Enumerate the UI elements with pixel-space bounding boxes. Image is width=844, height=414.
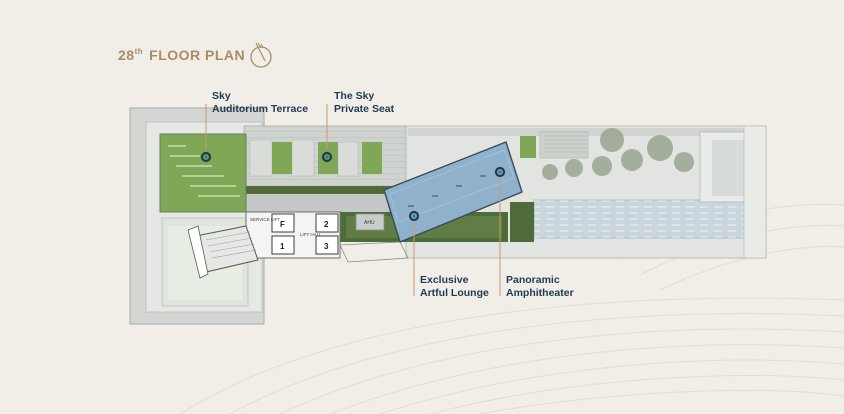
label-line-1: The Sky (334, 90, 375, 102)
label-line-1: Panoramic (506, 274, 560, 286)
marker-sky-private-seat[interactable] (321, 151, 333, 163)
label-line-2: Artful Lounge (420, 287, 489, 299)
lift-3-label: 3 (324, 242, 329, 251)
label-line-2: Auditorium Terrace (212, 103, 309, 115)
label-panoramic-amphitheater: Panoramic Amphitheater (506, 274, 574, 300)
label-line-1: Sky (212, 90, 231, 102)
label-line-2: Private Seat (334, 103, 395, 115)
north-compass-icon (250, 42, 272, 68)
label-sky-private-seat: The Sky Private Seat (334, 90, 394, 116)
ahu-label: AHU (364, 220, 375, 226)
label-exclusive-artful-lounge: Exclusive Artful Lounge (420, 274, 489, 300)
lift-hall-label: LIFT HALL (300, 232, 322, 237)
label-line-2: Amphitheater (506, 287, 574, 299)
floor-plan-text: FLOOR PLAN (149, 47, 246, 63)
lift-f-label: F (280, 220, 285, 229)
marker-panoramic-amphitheater[interactable] (494, 166, 506, 178)
sky-auditorium-terrace-lawn (159, 133, 247, 213)
label-sky-auditorium-terrace: Sky Auditorium Terrace (212, 90, 308, 116)
page-title: 28th FLOOR PLAN (118, 47, 245, 63)
marker-sky-auditorium-terrace[interactable] (200, 151, 212, 163)
label-line-1: Exclusive (420, 274, 469, 286)
lift-1-label: 1 (280, 242, 285, 251)
lift-2-label: 2 (324, 220, 329, 229)
main-deck (243, 125, 409, 212)
lift-core (187, 211, 385, 279)
marker-exclusive-artful-lounge[interactable] (408, 210, 420, 222)
service-lift-label: SERVICE LIFT (250, 217, 280, 222)
floor-suffix: th (134, 47, 144, 56)
right-wing (338, 125, 767, 259)
floor-number: 28 (118, 47, 135, 63)
